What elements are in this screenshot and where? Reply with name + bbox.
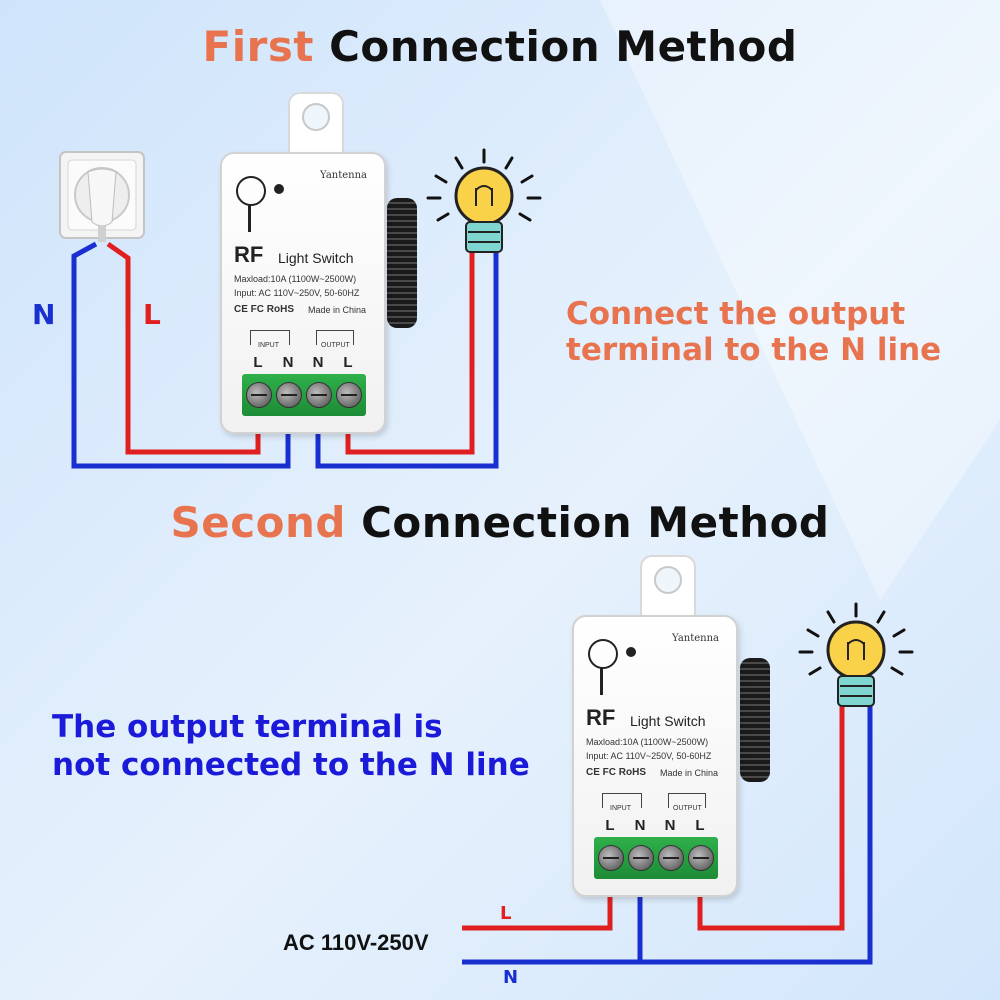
terminal-screw-icon [276,382,302,408]
mounting-hole [302,103,330,131]
brand-label: RF [586,705,616,730]
second-neutral-label: N [503,967,519,988]
pair-button-icon [588,639,618,669]
terminal-letter: N [282,354,294,371]
heading-second-rest: Connection Method [361,498,830,547]
terminal-letter: L [343,354,353,371]
output-bracket [668,793,706,808]
terminal-letter: L [605,817,615,834]
second-live-label: L [500,903,512,924]
first-neutral-label: N [32,298,56,331]
antenna-label: Yantenna [672,633,720,644]
input-label: INPUT [610,805,631,812]
light-bulb-icon [426,148,542,253]
input-spec: Input: AC 110V~250V, 50-60HZ [586,751,712,761]
output-label: OUTPUT [321,342,350,349]
light-bulb-icon [798,602,914,707]
terminal-letter: N [312,354,324,371]
input-bracket [250,330,290,345]
input-label: INPUT [258,342,279,349]
cert-marks: CE FC RoHS [586,767,646,778]
pair-button-stem [248,204,251,232]
pair-button-stem [600,667,603,695]
maxload-spec: Maxload:10A (1100W~2500W) [586,737,709,747]
terminal-block [242,374,366,416]
output-bracket [316,330,354,345]
terminal-letter: L [695,817,705,834]
first-note-line-2: terminal to the N line [566,332,942,368]
second-method-note: The output terminal is not connected to … [52,708,530,784]
terminal-screw-icon [658,845,684,871]
first-live-label: L [143,298,161,331]
antenna-text: antenna [677,633,720,644]
maxload-spec: Maxload:10A (1100W~2500W) [234,274,357,284]
output-label: OUTPUT [673,805,702,812]
antenna-label: Yantenna [320,170,368,181]
terminal-screw-icon [246,382,272,408]
heading-first-rest: Connection Method [329,22,798,71]
second-note-line-1: The output terminal is [52,709,443,745]
terminal-screw-icon [688,845,714,871]
antenna-coil-icon [740,658,770,782]
heading-first-accent: First [202,22,314,71]
input-bracket [602,793,642,808]
first-method-note: Connect the output terminal to the N lin… [566,296,941,368]
product-label: Light Switch [630,713,706,729]
terminal-screw-icon [628,845,654,871]
terminal-letter: L [253,354,263,371]
heading-second-accent: Second [170,498,346,547]
terminal-block [594,837,718,879]
module-body: Yantenna RF Light Switch Maxload:10A (11… [572,615,738,897]
terminal-screw-icon [598,845,624,871]
terminal-screw-icon [336,382,362,408]
wall-socket-icon [59,151,145,242]
antenna-text: antenna [325,170,368,181]
brand-label: RF [234,242,264,267]
cert-marks: CE FC RoHS [234,304,294,315]
product-label: Light Switch [278,250,354,266]
terminal-letter: N [664,817,676,834]
antenna-coil-icon [387,198,417,328]
made-in-label: Made in China [308,305,367,315]
heading-second-method: Second Connection Method [0,498,1000,547]
made-in-label: Made in China [660,768,719,778]
mounting-hole [654,566,682,594]
terminal-letter: N [634,817,646,834]
first-neutral-wire [71,241,291,469]
status-led [274,184,284,194]
input-spec: Input: AC 110V~250V, 50-60HZ [234,288,360,298]
first-note-line-1: Connect the output [566,296,906,332]
pair-button-icon [236,176,266,206]
supply-voltage-label: AC 110V-250V [283,930,429,955]
terminal-screw-icon [306,382,332,408]
heading-first-method: First Connection Method [0,22,1000,71]
module-body: Yantenna RF Light Switch Maxload:10A (11… [220,152,386,434]
second-note-line-2: not connected to the N line [52,747,530,783]
status-led [626,647,636,657]
